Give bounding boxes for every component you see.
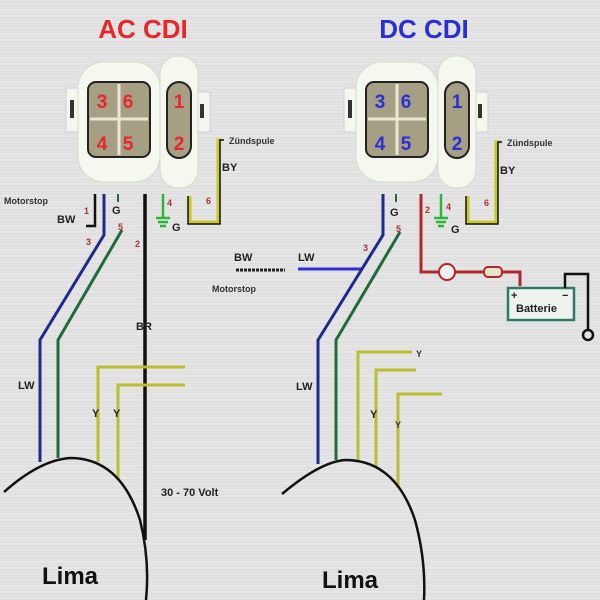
ac-wire-num-5: 5 [118,222,123,232]
ac-pin-1: 1 [174,92,185,113]
dc-y3-label: Y [395,420,401,430]
dc-pin-6: 6 [401,92,412,113]
ac-zuendspule-label: Zündspule [229,136,275,146]
ac-g-ground-label: G [172,222,181,234]
svg-text:+: + [511,290,517,302]
ac-y1-label: Y [92,408,100,420]
dc-y1-label: Y [416,349,422,359]
ac-pin-4: 4 [97,134,108,155]
dc-by-label: BY [500,165,516,177]
ac-cdi-title: AC CDI [98,14,188,44]
ac-lima-label: Lima [42,563,99,590]
dc-motorstop-label: Motorstop [212,284,256,294]
dc-cdi-section: DC CDI 3 6 4 5 1 2 Zündspule BY 6 BW [212,14,595,600]
ac-connector-2pin: 1 2 [159,55,211,189]
ac-bw-label: BW [57,214,76,226]
dc-batterie-label: Batterie [516,303,557,315]
dc-chassis-ground-icon [581,328,595,342]
dc-connector-2pin: 1 2 [437,55,489,189]
dc-g-top-label: G [390,207,399,219]
ac-pin-2: 2 [174,134,185,155]
dc-wire-num-4: 4 [446,202,451,212]
dc-zuendspule-label: Zündspule [507,138,553,148]
ac-wire-num-3: 3 [86,237,91,247]
ac-wire-num-4: 4 [167,198,172,208]
dc-wire-num-5: 5 [396,224,401,234]
ac-wire-num-6: 6 [206,196,211,206]
ac-br-label: BR [136,321,152,333]
ac-motorstop-label: Motorstop [4,196,48,206]
dc-battery: + − Batterie [506,286,576,322]
dc-pin-3: 3 [375,92,386,113]
ac-wire-num-1: 1 [84,206,89,216]
dc-lw-label: LW [296,381,313,393]
ac-ground-icon [156,194,170,228]
dc-fuse-icon [483,266,503,278]
ac-connector-6pin: 3 6 4 5 [65,61,161,183]
dc-lima-label: Lima [322,567,379,594]
dc-connector-6pin: 3 6 4 5 [343,61,439,183]
dc-y2-label: Y [370,409,378,421]
ac-wire-num-2: 2 [135,239,140,249]
dc-bw-label: BW [234,252,253,264]
ac-y2-label: Y [113,408,121,420]
dc-pin-5: 5 [401,134,412,155]
dc-pin-4: 4 [375,134,386,155]
ac-g-top-label: G [112,205,121,217]
svg-text:−: − [562,290,568,302]
dc-wire-num-2: 2 [425,205,430,215]
ac-pin-3: 3 [97,92,108,113]
dc-g-ground-label: G [451,224,460,236]
dc-wire-num-6: 6 [484,198,489,208]
ac-by-label: BY [222,162,238,174]
dc-cdi-title: DC CDI [379,14,469,44]
ac-pin-5: 5 [123,134,134,155]
dc-lamp-icon [438,263,456,281]
ac-voltage-label: 30 - 70 Volt [161,487,219,499]
dc-ground-icon [434,194,448,228]
ac-cdi-section: AC CDI 3 6 4 5 1 2 Zündspule BY 6 [3,14,275,600]
ac-lw-label: LW [18,380,35,392]
ac-pin-6: 6 [123,92,134,113]
dc-wire-num-3: 3 [363,243,368,253]
dc-pin-2: 2 [452,134,463,155]
dc-lw-h-label: LW [298,252,315,264]
dc-pin-1: 1 [452,92,463,113]
